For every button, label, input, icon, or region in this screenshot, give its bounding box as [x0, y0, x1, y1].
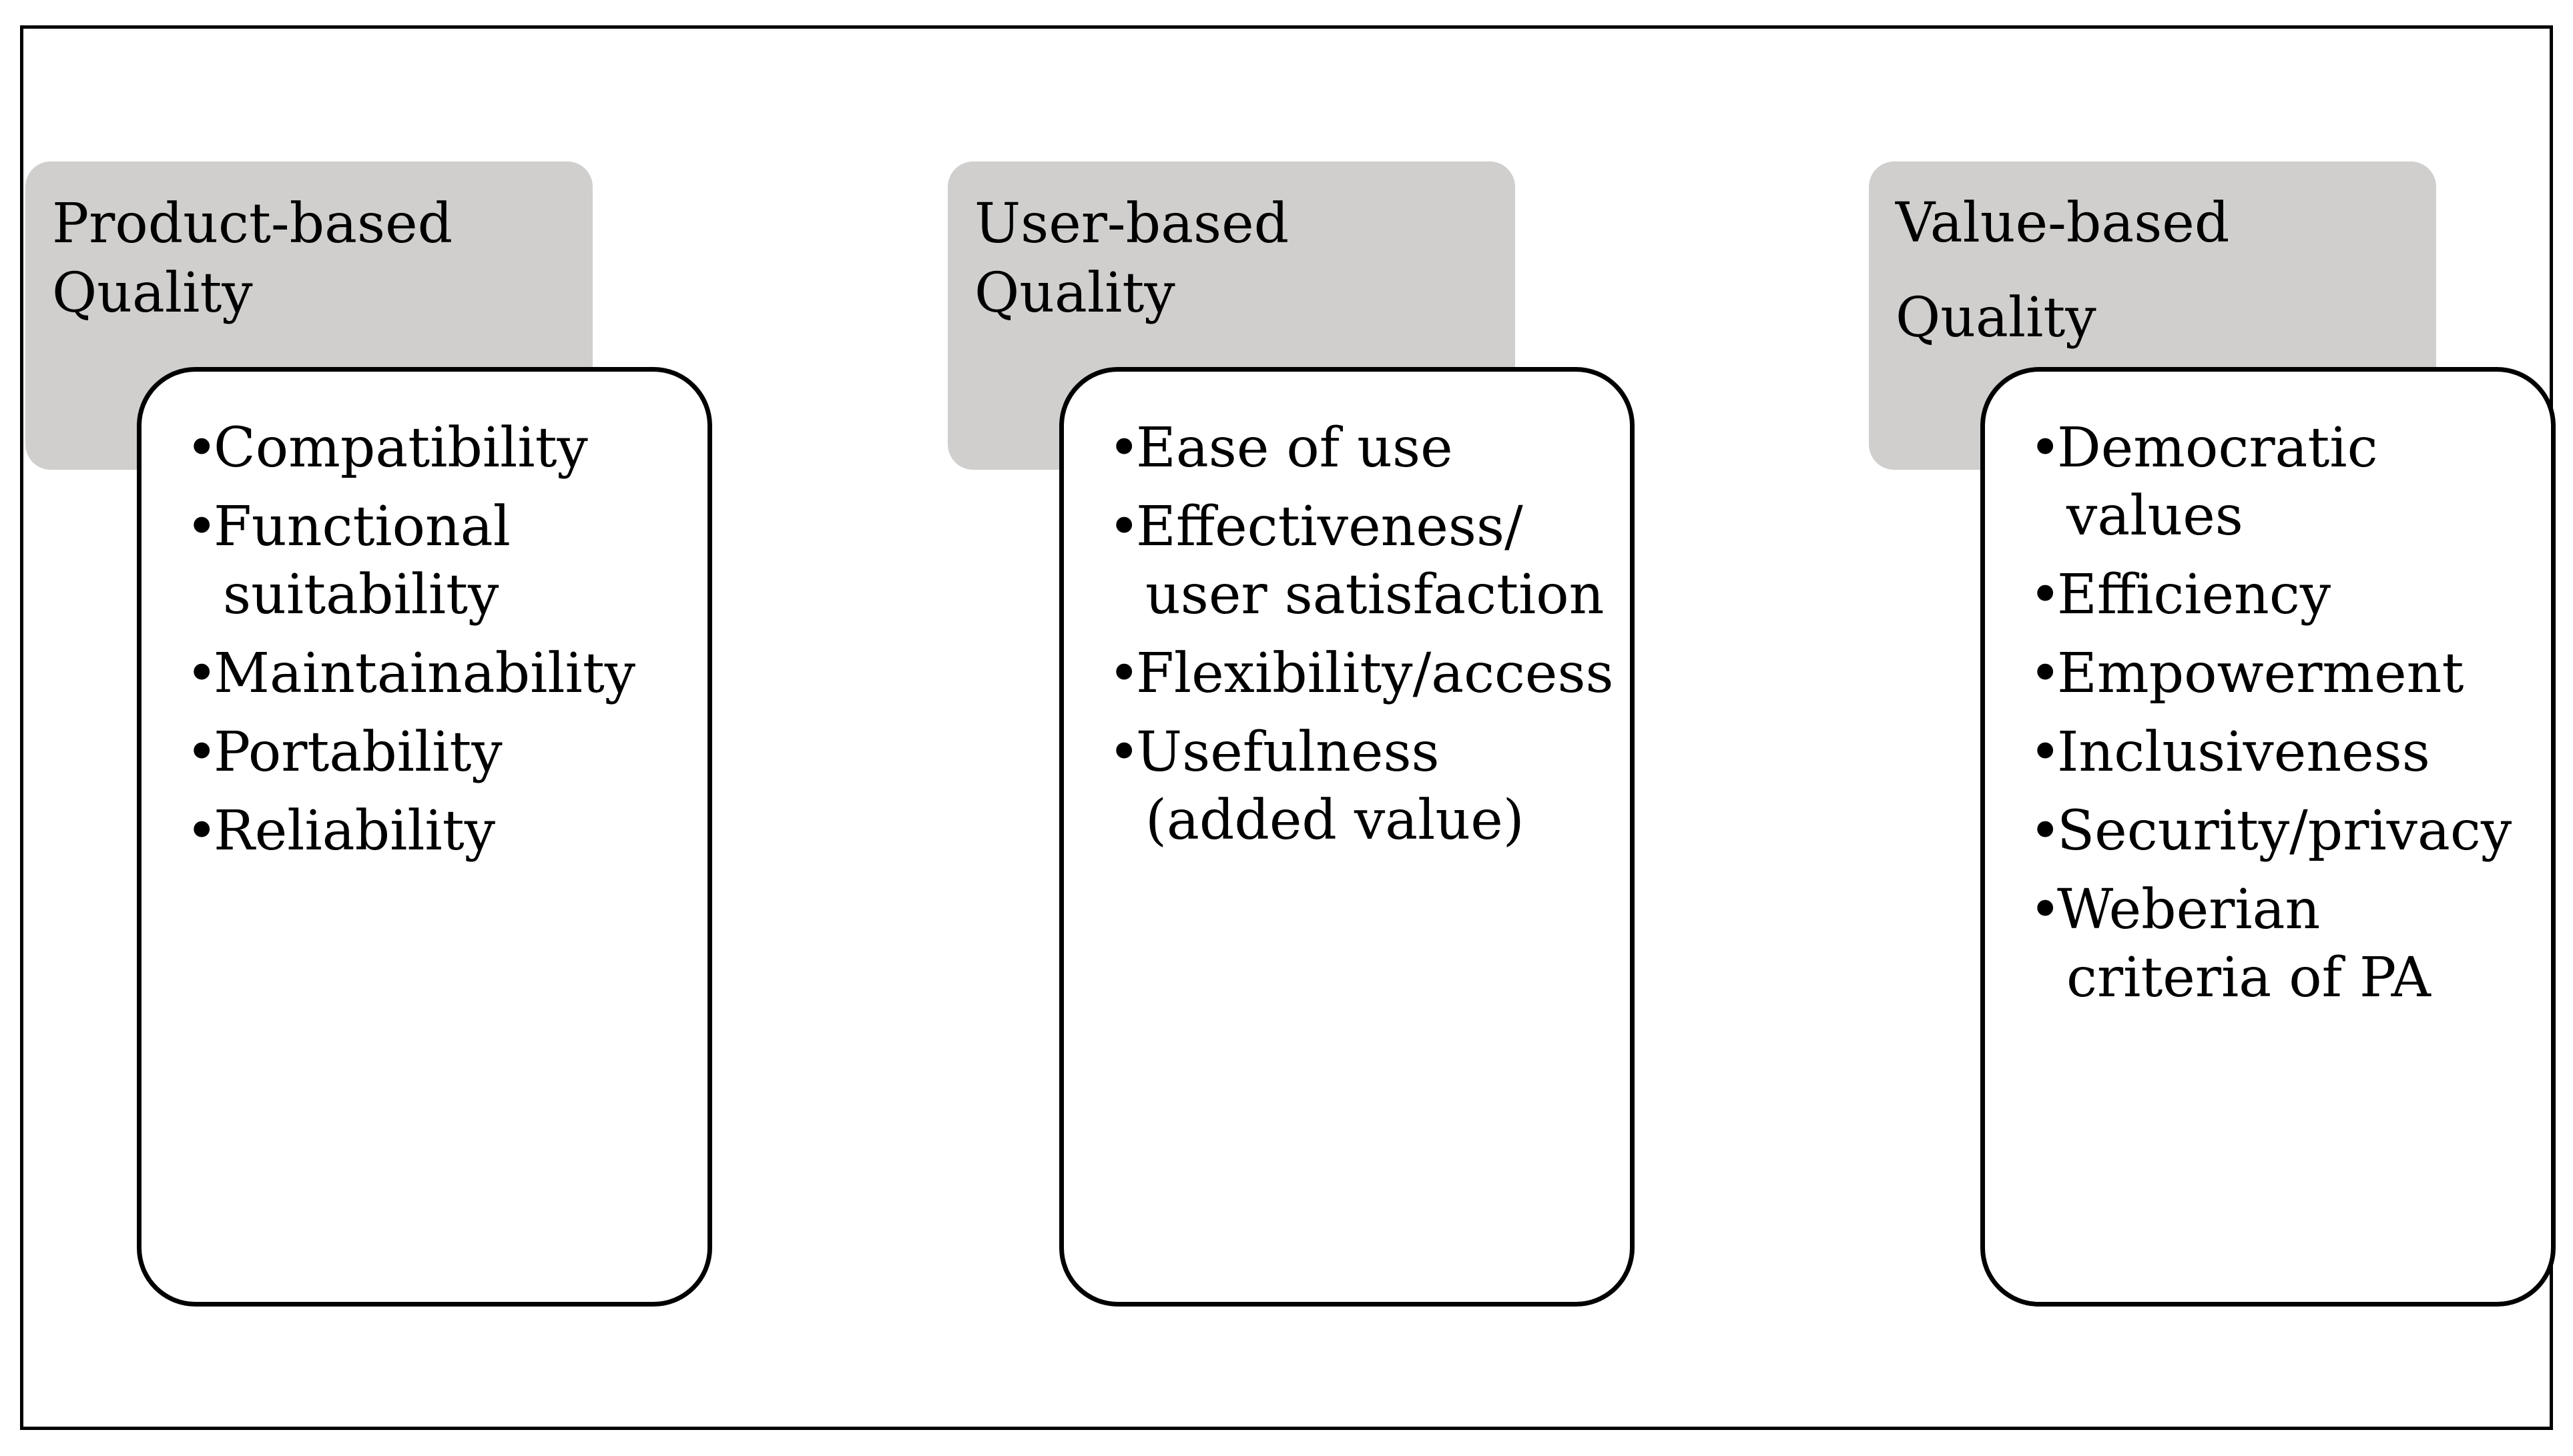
list-item: •Inclusiveness: [2029, 719, 2538, 787]
list-item: •Compatibility: [186, 414, 694, 482]
list-item: •Effectiveness/ user satisfaction: [1108, 493, 1617, 629]
list-item: •Portability: [186, 719, 694, 787]
bullet-icon: •: [2029, 721, 2062, 784]
bullet-icon: •: [1108, 721, 1141, 784]
bullet-icon: •: [2029, 416, 2062, 480]
list-user-based: •Ease of use •Effectiveness/ user satisf…: [1059, 367, 1635, 1307]
bullet-icon: •: [186, 416, 218, 480]
bullet-icon: •: [2029, 563, 2062, 627]
list-item: •Usefulness (added value): [1108, 719, 1617, 855]
bullet-icon: •: [186, 721, 218, 784]
list-item: •Weberian criteria of PA: [2029, 876, 2538, 1012]
list-item: •Reliability: [186, 797, 694, 865]
header-line: User-based Quality: [974, 192, 1290, 325]
list-value-based: •Democratic values •Efficiency •Empowerm…: [1980, 367, 2556, 1307]
header-line: Value-based: [1896, 192, 2230, 255]
bullet-icon: •: [2029, 799, 2062, 863]
bullet-icon: •: [186, 799, 218, 863]
bullet-icon: •: [2029, 878, 2062, 942]
bullet-icon: •: [1108, 495, 1141, 559]
list-item: •Flexibility/access: [1108, 640, 1617, 708]
bullet-icon: •: [1108, 416, 1141, 480]
list-product-based: •Compatibility •Functional suitability •…: [137, 367, 712, 1307]
bullet-icon: •: [186, 495, 218, 559]
list-item: •Democratic values: [2029, 414, 2538, 551]
bullet-icon: •: [186, 642, 218, 705]
list-item: •Security/privacy: [2029, 797, 2538, 865]
bullet-icon: •: [2029, 642, 2062, 705]
list-item: •Efficiency: [2029, 561, 2538, 629]
list-item: •Ease of use: [1108, 414, 1617, 482]
list-item: •Functional suitability: [186, 493, 694, 629]
bullet-icon: •: [1108, 642, 1141, 705]
header-line: Quality: [1896, 286, 2096, 350]
list-item: •Empowerment: [2029, 640, 2538, 708]
header-line: Quality: [52, 262, 253, 325]
list-item: •Maintainability: [186, 640, 694, 708]
header-line: Product-based: [52, 192, 453, 256]
